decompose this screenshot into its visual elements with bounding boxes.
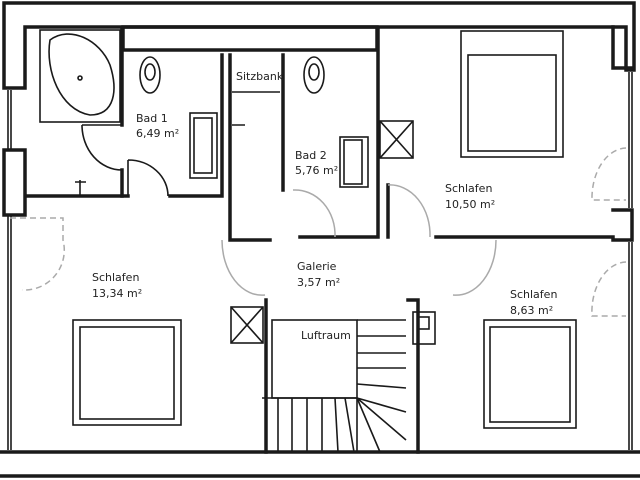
room-area-schlafen-3: 8,63 m² [510, 304, 553, 317]
windows [7, 72, 633, 450]
sink [189, 112, 218, 179]
interior-walls [26, 25, 615, 454]
toilet [303, 56, 325, 94]
room-name-schlafen-3: Schlafen [510, 288, 557, 301]
room-area-schlafen-1: 10,50 m² [445, 198, 495, 211]
bathtub [39, 29, 121, 123]
thermostat-panel [412, 311, 436, 345]
bed [460, 30, 564, 158]
room-name-bad2: Bad 2 [295, 149, 327, 162]
shower-fixtures [75, 124, 245, 196]
toilet [139, 56, 161, 94]
room-name-schlafen-1: Schlafen [445, 182, 492, 195]
room-area-bad1: 6,49 m² [136, 127, 179, 140]
chimney-shaft [379, 120, 414, 159]
sink [339, 136, 369, 188]
label-sitzbank: Sitzbank [236, 70, 284, 83]
room-area-galerie: 3,57 m² [297, 276, 340, 289]
bed [72, 319, 182, 426]
bed [483, 319, 577, 429]
doors [10, 124, 627, 317]
room-area-bad2: 5,76 m² [295, 164, 338, 177]
room-name-bad1: Bad 1 [136, 112, 168, 125]
chimney-shaft [230, 306, 264, 344]
label-luftraum: Luftraum [301, 329, 351, 342]
room-name-schlafen-2: Schlafen [92, 271, 139, 284]
room-area-schlafen-2: 13,34 m² [92, 287, 142, 300]
room-name-galerie: Galerie [297, 260, 337, 273]
staircase [262, 319, 407, 453]
